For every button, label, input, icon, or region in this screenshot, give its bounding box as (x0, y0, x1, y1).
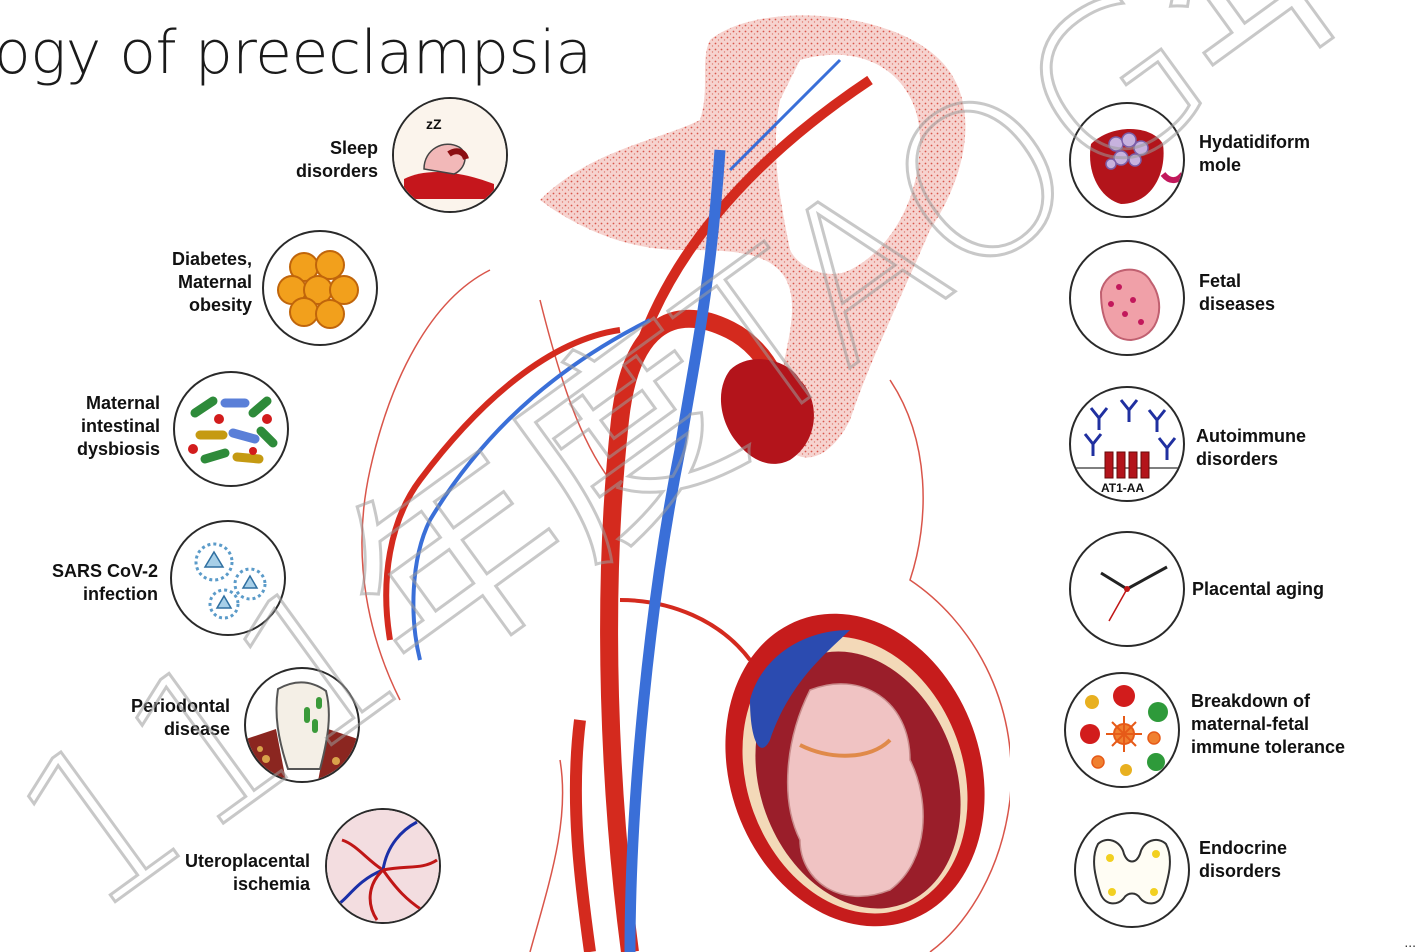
label-line: Hydatidiform (1199, 131, 1310, 154)
periodontal-label: Periodontal disease (131, 695, 230, 741)
immune-tolerance-label: Breakdown of maternal-fetal immune toler… (1191, 690, 1345, 759)
clock-icon (1069, 531, 1185, 647)
sleep-disorders-label: Sleep disorders (296, 137, 378, 183)
label-line: disease (131, 718, 230, 741)
fetal-diseases-label: Fetal diseases (1199, 270, 1275, 316)
label-line: SARS CoV-2 (52, 560, 158, 583)
antibody-receptor-icon: AT1-AA (1069, 386, 1185, 502)
sleep-zz-text: zZ (426, 116, 442, 132)
uterine-artery (620, 600, 750, 660)
placental-aging-label: Placental aging (1192, 578, 1324, 601)
label-line: Fetal (1199, 270, 1275, 293)
label-line: Maternal (172, 271, 252, 294)
arm-artery (386, 330, 620, 640)
hydatidiform-label: Hydatidiform mole (1199, 131, 1310, 177)
bacteria-icon (173, 371, 289, 487)
leg-artery (576, 720, 590, 952)
label-line: disorders (296, 160, 378, 183)
label-line: mole (1199, 154, 1310, 177)
label-line: intestinal (77, 415, 160, 438)
tooth-icon (244, 667, 360, 783)
fat-cells-icon (262, 230, 378, 346)
label-line: disorders (1196, 448, 1306, 471)
diabetes-label: Diabetes, Maternal obesity (172, 248, 252, 317)
label-line: Breakdown of (1191, 690, 1345, 713)
coronavirus-icon (170, 520, 286, 636)
label-line: Uteroplacental (185, 850, 310, 873)
sars-label: SARS CoV-2 infection (52, 560, 158, 606)
label-line: Autoimmune (1196, 425, 1306, 448)
label-line: obesity (172, 294, 252, 317)
ischemia-label: Uteroplacental ischemia (185, 850, 310, 896)
label-line: Placental aging (1192, 578, 1324, 601)
citation: ... (1404, 934, 1416, 950)
label-line: immune tolerance (1191, 736, 1345, 759)
label-line: dysbiosis (77, 438, 160, 461)
endocrine-label: Endocrine disorders (1199, 837, 1287, 883)
label-line: diseases (1199, 293, 1275, 316)
label-line: ischemia (185, 873, 310, 896)
sleep-apnea-icon: zZ (392, 97, 508, 213)
label-line: maternal-fetal (1191, 713, 1345, 736)
autoimmune-label: Autoimmune disorders (1196, 425, 1306, 471)
label-line: infection (52, 583, 158, 606)
label-line: disorders (1199, 860, 1287, 883)
immune-cells-icon (1064, 672, 1180, 788)
spiral-artery-icon (325, 808, 441, 924)
thyroid-icon (1074, 812, 1190, 928)
label-line: Maternal (77, 392, 160, 415)
dysbiosis-label: Maternal intestinal dysbiosis (77, 392, 160, 461)
label-line: Endocrine (1199, 837, 1287, 860)
hydatidiform-mole-icon (1069, 102, 1185, 218)
label-line: Sleep (296, 137, 378, 160)
fetus-icon (1069, 240, 1185, 356)
label-line: Periodontal (131, 695, 230, 718)
at1-aa-tag: AT1-AA (1101, 481, 1144, 495)
label-line: Diabetes, (172, 248, 252, 271)
